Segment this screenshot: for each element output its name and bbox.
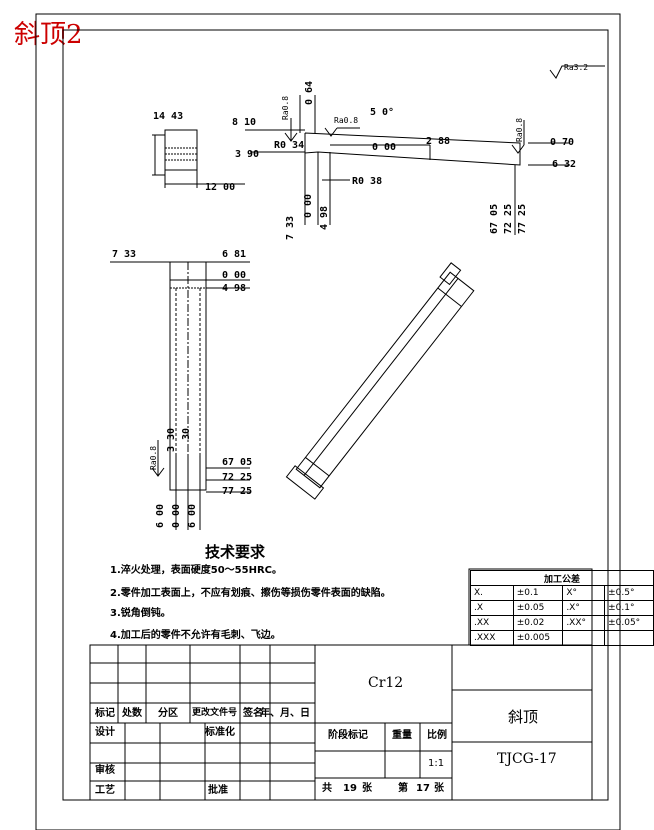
tb-scale: 1:1 bbox=[428, 758, 445, 769]
roughness-label: Ra0.8 bbox=[281, 95, 290, 120]
tolerance-cell: ±0.05° bbox=[604, 615, 654, 631]
tolerance-cell: ±0.1° bbox=[604, 600, 654, 616]
tb-header: 处数 bbox=[122, 708, 142, 719]
tb-no-prefix: 第 bbox=[398, 783, 408, 794]
dim-7-33: 7 33 bbox=[112, 249, 137, 260]
tolerance-cell: ±0.02 bbox=[512, 615, 564, 631]
tb-design: 设计 bbox=[95, 727, 115, 738]
outer-border bbox=[35, 13, 621, 830]
dim-3-30: 3 30 bbox=[166, 427, 177, 452]
roughness-label: Ra0.8 bbox=[334, 116, 359, 125]
tb-part-name: 斜顶 bbox=[508, 708, 539, 726]
tolerance-cell: X° bbox=[562, 585, 606, 601]
tb-header: 更改文件号 bbox=[192, 708, 238, 718]
roughness-label: Ra0.8 bbox=[149, 445, 158, 470]
requirement-item: 3.锐角倒钝。 bbox=[110, 608, 171, 619]
tb-total-prefix: 共 bbox=[322, 783, 332, 794]
requirement-item: 4.加工后的零件不允许有毛刺、飞边。 bbox=[110, 630, 281, 641]
tb-weight: 重量 bbox=[392, 730, 412, 741]
tolerance-cell bbox=[604, 630, 654, 646]
dim-r0-38: R0 38 bbox=[352, 176, 383, 187]
requirements-title: 技术要求 bbox=[205, 543, 266, 561]
tolerance-title: 加工公差 bbox=[470, 570, 654, 586]
tb-stage-mark: 阶段标记 bbox=[328, 730, 368, 741]
dim-0-64: 0 64 bbox=[304, 80, 315, 105]
surface-symbol: Ra3.2 bbox=[564, 63, 589, 72]
dim-0-70: 0 70 bbox=[550, 137, 575, 148]
dim-3-90: 3 90 bbox=[235, 149, 260, 160]
front-view-top bbox=[304, 132, 521, 166]
tb-header: 年、月、日 bbox=[260, 708, 310, 719]
dim-6-81: 6 81 bbox=[222, 249, 247, 260]
dim-0-00-c: 0 00 bbox=[171, 503, 182, 528]
small-view bbox=[164, 129, 198, 171]
tolerance-cell: .X° bbox=[562, 600, 606, 616]
roughness-label: Ra0.8 bbox=[515, 117, 524, 142]
tb-unit: 张 bbox=[362, 783, 372, 794]
dim-72-25: 72 25 bbox=[222, 472, 253, 483]
tb-total: 19 bbox=[343, 783, 357, 794]
requirement-item: 2.零件加工表面上，不应有划痕、擦伤等损伤零件表面的缺陷。 bbox=[110, 588, 391, 599]
dim-4-98: 4 98 bbox=[222, 283, 247, 294]
tolerance-cell: .XX° bbox=[562, 615, 606, 631]
dim-30: 30 bbox=[181, 427, 192, 440]
dim-12-00: 12 00 bbox=[205, 182, 236, 193]
dim-7-33-v: 7 33 bbox=[285, 215, 296, 240]
dim-6-00-b: 6 00 bbox=[187, 503, 198, 528]
dim-2-88: 2 88 bbox=[426, 136, 451, 147]
dim-r0-34: R0 34 bbox=[274, 140, 305, 151]
tb-ratio: 比例 bbox=[427, 730, 447, 741]
dim-67-05-v: 67 05 bbox=[489, 203, 500, 234]
dim-77-25: 77 25 bbox=[222, 486, 253, 497]
dim-0-00: 0 00 bbox=[222, 270, 247, 281]
tolerance-cell: .XX bbox=[470, 615, 514, 631]
isometric-view bbox=[285, 262, 475, 500]
dim-77-25-v: 77 25 bbox=[517, 203, 528, 234]
dim-5-0: 5 0° bbox=[370, 107, 395, 118]
sheet-title: 斜顶2 bbox=[14, 20, 83, 50]
tolerance-cell: ±0.005 bbox=[512, 630, 564, 646]
tolerance-cell: .X bbox=[470, 600, 514, 616]
dim-8-10: 8 10 bbox=[232, 117, 257, 128]
tb-approve: 批准 bbox=[208, 785, 228, 796]
tb-standardize: 标准化 bbox=[205, 727, 235, 738]
dim-0-00: 0 00 bbox=[372, 142, 397, 153]
dim-6-00: 6 00 bbox=[155, 503, 166, 528]
tb-header: 标记 bbox=[95, 708, 115, 719]
tolerance-cell: ±0.05 bbox=[512, 600, 564, 616]
tolerance-cell: X. bbox=[470, 585, 514, 601]
tb-unit2: 张 bbox=[434, 783, 444, 794]
tolerance-cell: .XXX bbox=[470, 630, 514, 646]
requirement-item: 1.淬火处理，表面硬度50～55HRC。 bbox=[110, 565, 282, 576]
tb-header: 签名 bbox=[243, 708, 263, 719]
tolerance-cell: ±0.1 bbox=[512, 585, 564, 601]
tolerance-cell: ±0.5° bbox=[604, 585, 654, 601]
tb-no: 17 bbox=[416, 783, 430, 794]
tolerance-cell bbox=[562, 630, 606, 646]
tb-process: 工艺 bbox=[95, 785, 115, 796]
tb-header: 分区 bbox=[158, 708, 178, 719]
dim-72-25-v: 72 25 bbox=[503, 203, 514, 234]
tb-drawing-no: TJCG-17 bbox=[497, 751, 557, 767]
tb-review: 审核 bbox=[95, 765, 115, 776]
tb-material: Cr12 bbox=[368, 675, 404, 691]
dim-14-43: 14 43 bbox=[153, 111, 184, 122]
dim-4-98-v: 4 98 bbox=[319, 205, 330, 230]
dim-0-00-v: 0 00 bbox=[303, 193, 314, 218]
dim-6-32: 6 32 bbox=[552, 159, 577, 170]
dim-67-05: 67 05 bbox=[222, 457, 253, 468]
